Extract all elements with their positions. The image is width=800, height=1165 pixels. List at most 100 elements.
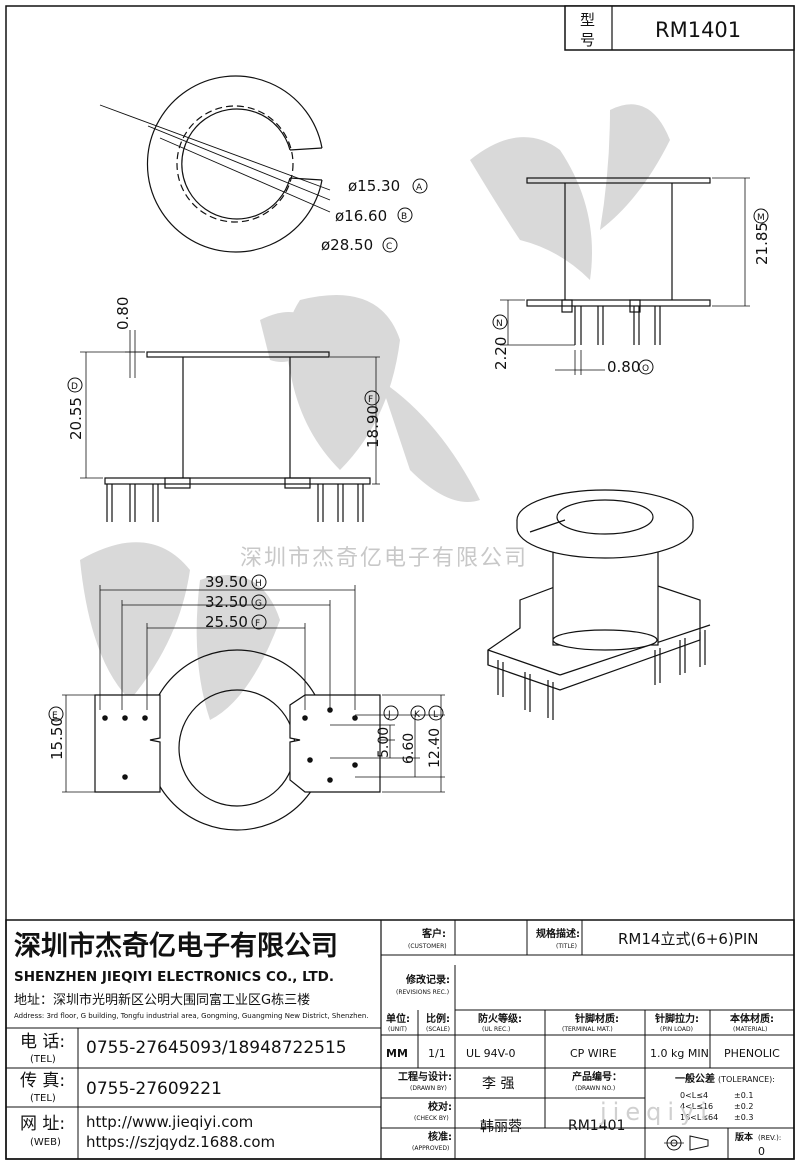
dim-d-tag: D: [71, 382, 78, 392]
tel-value: 0755-27645093/18948722515: [86, 1038, 347, 1058]
dim-m: 21.85: [753, 222, 771, 265]
watermark-text: 深圳市杰奇亿电子有限公司: [240, 546, 529, 571]
tolerance-value-3: ±0.3: [734, 1113, 753, 1122]
tolerance-range-3: 16<L≤64: [680, 1113, 718, 1122]
scale-sub: (SCALE): [426, 1026, 450, 1033]
drawn-label: 工程与设计:: [398, 1070, 452, 1083]
drawnno-label: 产品编号：: [572, 1070, 622, 1083]
dim-o: 0.80: [607, 358, 640, 376]
model-value: RM1401: [655, 18, 741, 42]
dim-h-tag: H: [255, 579, 262, 589]
rev-sub: (REV.):: [758, 1134, 781, 1142]
model-label-1: 型: [580, 11, 595, 29]
fax-value: 0755-27609221: [86, 1079, 222, 1099]
tolerance-range-1: 0<L≤4: [680, 1091, 708, 1100]
tel-sub: (TEL): [30, 1054, 56, 1065]
dim-e2-tag: E: [52, 711, 58, 721]
tel-label: 电 话:: [20, 1032, 65, 1052]
model-box: 型 号 RM1401: [564, 5, 795, 51]
customer-sub: (CUSTOMER): [408, 943, 447, 950]
isometric-view: [487, 489, 711, 720]
tolerance-label: 一般公差: [675, 1072, 715, 1085]
revisions-label: 修改记录:: [405, 973, 450, 986]
unit-label: 单位:: [386, 1012, 410, 1025]
dim-l: 12.40: [427, 728, 443, 768]
dim-c-tag: C: [386, 242, 392, 252]
address-cn: 地址：深圳市光明新区公明大围同富工业区G栋三楼: [14, 992, 310, 1008]
check-value: 韩丽蓉: [480, 1119, 522, 1135]
title-sub: (TITLE): [556, 943, 577, 950]
pinload-label: 针脚拉力:: [655, 1012, 699, 1025]
rev-value: 0: [758, 1145, 765, 1158]
dim-f-tag: F: [368, 395, 373, 405]
watermark-logo: [80, 104, 670, 720]
drawn-sub: (DRAWN BY): [410, 1085, 447, 1092]
ul-sub: (UL REC.): [482, 1026, 510, 1033]
title-block: [5, 919, 795, 1160]
dim-j-tag: J: [387, 710, 391, 720]
dim-e: 0.80: [114, 297, 132, 330]
tolerance-sub: (TOLERANCE):: [718, 1075, 775, 1084]
terminal-sub: (TERMINAL MAT.): [562, 1026, 613, 1033]
customer-label: 客户:: [421, 927, 446, 940]
web-label: 网 址:: [20, 1114, 65, 1134]
title-value: RM14立式(6+6)PIN: [618, 930, 759, 948]
check-label: 校对:: [428, 1100, 452, 1113]
material-sub: (MATERIAL): [733, 1026, 767, 1033]
dim-l-tag: L: [433, 710, 438, 720]
ul-label: 防火等级:: [478, 1012, 522, 1025]
approved-sub: (APPROVED): [412, 1145, 449, 1152]
watermark-url: jieqiyi: [600, 1098, 713, 1126]
drawnno-value: RM1401: [568, 1118, 625, 1134]
dim-b-tag: B: [401, 212, 407, 222]
bottom-view: [62, 585, 445, 831]
dim-k: 6.60: [401, 733, 417, 764]
dim-m-tag: M: [757, 213, 765, 223]
check-sub: (CHECK BY): [414, 1115, 449, 1122]
material-value: PHENOLIC: [724, 1047, 780, 1060]
front-view-left: [80, 330, 380, 522]
tolerance-value-1: ±0.1: [734, 1091, 753, 1100]
title-block-text: 深圳市杰奇亿电子有限公司 SHENZHEN JIEQIYI ELECTRONIC…: [14, 927, 781, 1158]
rev-label: 版本: [734, 1131, 754, 1143]
dim-d: 20.55: [67, 397, 85, 440]
pinload-value: 1.0 kg MIN: [650, 1047, 709, 1060]
web-url-1: http://www.jieqiyi.com: [86, 1113, 253, 1131]
web-sub: (WEB): [30, 1137, 61, 1148]
dimension-labels: ø15.30 A ø16.60 B ø28.50 C 21.85 M 2.20 …: [48, 177, 771, 768]
terminal-value: CP WIRE: [570, 1047, 617, 1060]
dim-n-tag: N: [496, 319, 503, 329]
drawn-value: 李 强: [482, 1076, 514, 1092]
dim-g-tag: G: [255, 599, 262, 609]
approved-label: 核准:: [428, 1130, 452, 1143]
company-name-en: SHENZHEN JIEQIYI ELECTRONICS CO., LTD.: [14, 969, 334, 985]
tolerance-value-2: ±0.2: [734, 1102, 753, 1111]
dim-f2-tag: F: [255, 619, 260, 629]
scale-label: 比例:: [426, 1012, 450, 1025]
material-label: 本体材质:: [730, 1012, 774, 1025]
dim-n: 2.20: [492, 337, 510, 370]
dim-k-tag: K: [414, 710, 421, 720]
fax-sub: (TEL): [30, 1093, 56, 1104]
drawnno-sub: (DRAWN NO.): [575, 1085, 615, 1092]
fax-label: 传 真:: [20, 1071, 65, 1091]
dim-o-tag: O: [642, 364, 649, 374]
address-en: Address: 3rd floor, G building, Tongfu i…: [14, 1012, 369, 1020]
ul-value: UL 94V-0: [466, 1047, 516, 1060]
dim-e2: 15.50: [48, 717, 66, 760]
terminal-label: 针脚材质:: [575, 1012, 619, 1025]
dim-h: 39.50: [205, 573, 248, 591]
web-url-2: https://szjqydz.1688.com: [86, 1133, 275, 1151]
dim-c: ø28.50: [321, 236, 373, 254]
model-label-2: 号: [580, 31, 595, 49]
dim-a-tag: A: [416, 183, 423, 193]
dim-g: 32.50: [205, 593, 248, 611]
top-view-ring: [99, 75, 331, 253]
dim-f2: 25.50: [205, 613, 248, 631]
revisions-sub: (REVISIONS REC.): [396, 989, 449, 996]
dim-a: ø15.30: [348, 177, 400, 195]
unit-sub: (UNIT): [388, 1026, 407, 1033]
title-label: 规格描述:: [536, 927, 580, 940]
